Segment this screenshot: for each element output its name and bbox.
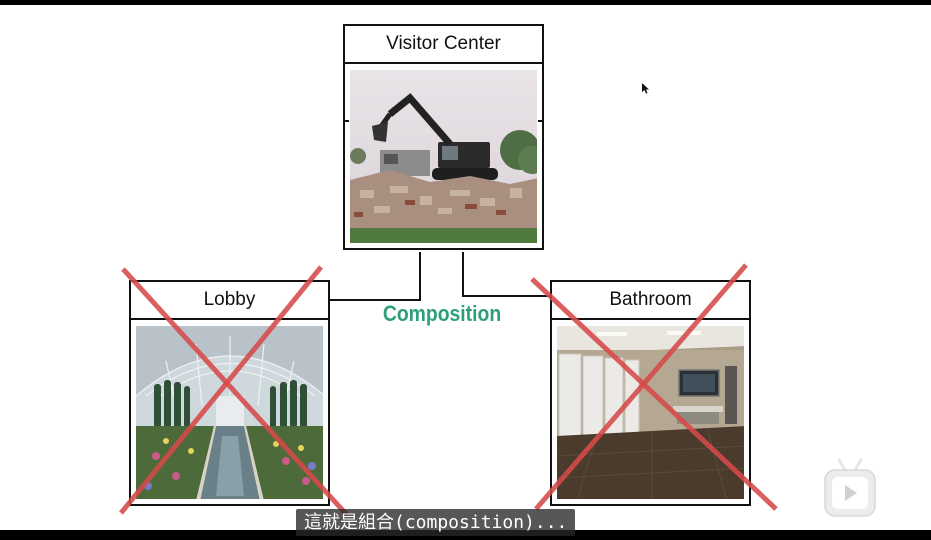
slide: Visitor Center	[0, 5, 931, 530]
demolition-image	[350, 70, 537, 243]
bathroom-cross-mark	[530, 263, 778, 511]
bathroom-title: Bathroom	[552, 282, 749, 320]
conservatory-image	[136, 326, 323, 499]
video-subtitle: 這就是組合(composition)...	[296, 509, 576, 536]
connector-left-horizontal	[330, 299, 421, 301]
connector-right-horizontal	[462, 295, 552, 297]
lobby-cross-mark	[119, 265, 349, 517]
tick-right	[538, 120, 544, 122]
tick-left	[343, 120, 349, 122]
visitor-center-title: Visitor Center	[345, 26, 542, 64]
connector-top-right-vertical	[462, 252, 464, 297]
lobby-node: Lobby	[129, 280, 330, 506]
bilibili-tv-icon	[824, 458, 876, 517]
mouse-pointer-icon	[642, 83, 649, 94]
composition-label: Composition	[382, 301, 502, 326]
connector-top-left-vertical	[419, 252, 421, 301]
visitor-center-node: Visitor Center	[343, 24, 544, 250]
lobby-title: Lobby	[131, 282, 328, 320]
